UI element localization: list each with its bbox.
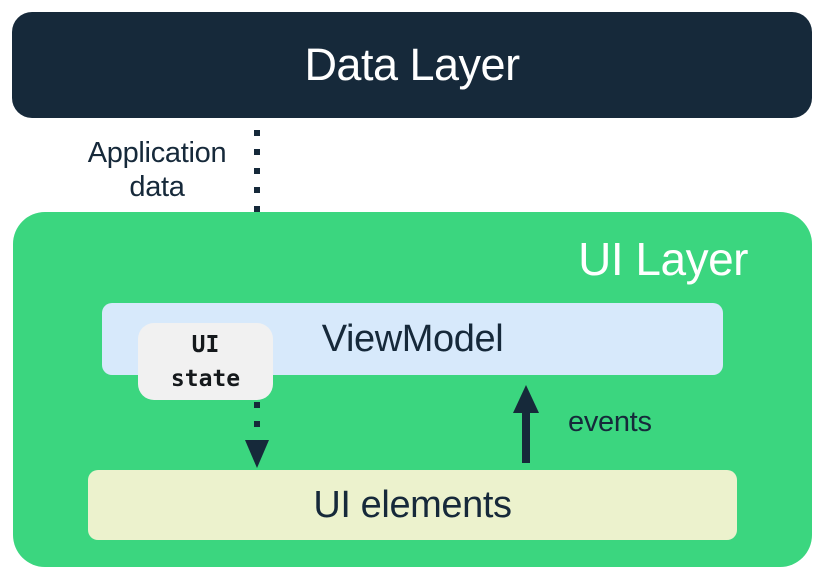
arrow-up-icon <box>513 385 539 413</box>
arrow-down-icon <box>245 440 269 468</box>
application-data-dotted-line-icon <box>254 130 260 268</box>
events-label: events <box>568 406 652 438</box>
data-layer-label: Data Layer <box>304 39 520 90</box>
ui-state-badge: UI state <box>138 323 273 400</box>
ui-elements-label: UI elements <box>313 483 512 526</box>
ui-state-dotted-line-icon <box>254 402 260 438</box>
application-data-label: Application data <box>87 137 227 203</box>
ui-state-label: UI state <box>170 331 241 392</box>
arrow-up-shaft <box>522 410 530 463</box>
ui-layer-label: UI Layer <box>578 233 748 285</box>
ui-elements-box: UI elements <box>88 470 737 540</box>
viewmodel-label: ViewModel <box>321 317 504 360</box>
data-layer-box: Data Layer <box>12 12 812 118</box>
